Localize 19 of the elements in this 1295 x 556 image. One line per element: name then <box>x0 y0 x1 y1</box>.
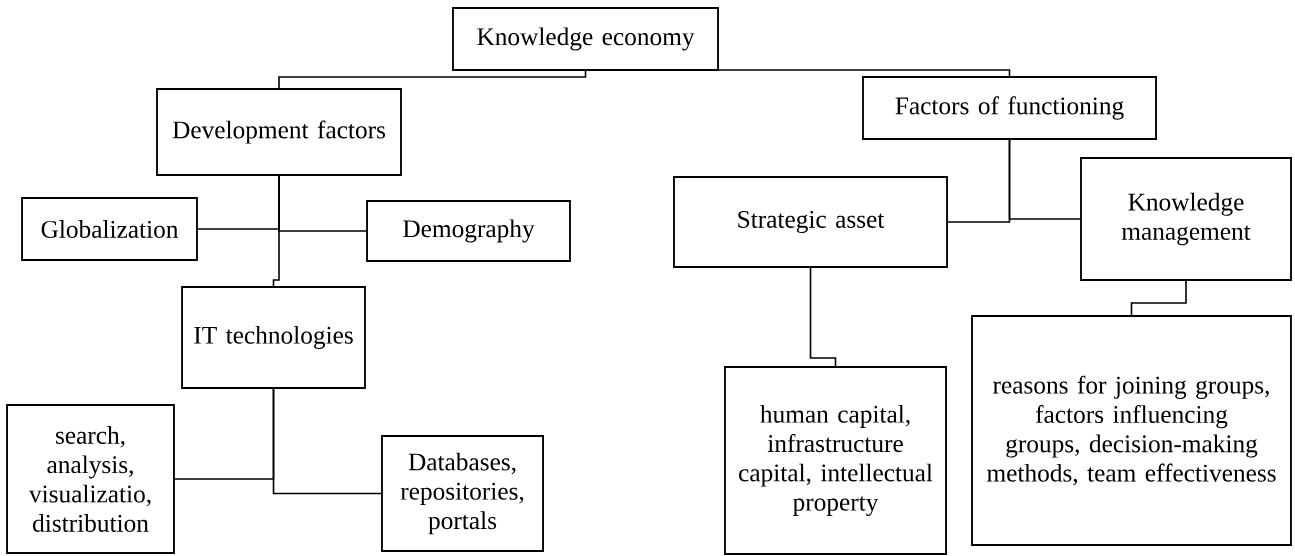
text-box: Globalization <box>21 197 198 261</box>
connector-line <box>272 388 382 495</box>
text-box: human capital, infrastructure capital, intellectual property <box>724 366 947 555</box>
text-box: Strategic asset <box>673 176 948 268</box>
text-box: Knowledge management <box>1080 157 1292 281</box>
text-box: Databases, repositories, portals <box>381 435 544 552</box>
text-box: IT technologies <box>181 286 366 389</box>
connector-line <box>278 70 587 89</box>
text-box: Development factors <box>156 88 402 176</box>
text-box: Knowledge economy <box>452 7 719 71</box>
text-box: Demography <box>366 200 571 262</box>
connector-line <box>584 69 1011 77</box>
text-box: Factors of functioning <box>862 76 1157 140</box>
connector-line <box>272 175 280 287</box>
text-box: reasons for joining groups, factors influencing groups, decision-making methods, team effectiveness <box>971 315 1292 546</box>
connector-line <box>1130 280 1187 316</box>
connector-line <box>1008 139 1081 220</box>
text-box: search, analysis, visualizatio, distribution <box>6 404 175 554</box>
connector-line <box>809 267 837 367</box>
